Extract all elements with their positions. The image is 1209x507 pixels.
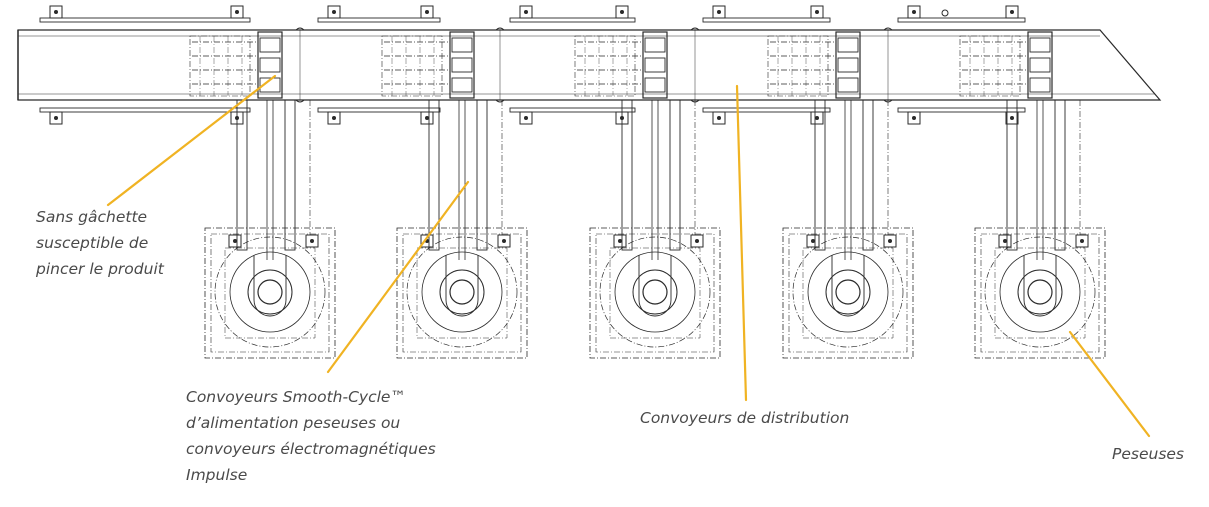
- weigher-station-5: [959, 31, 1106, 359]
- callout-feed-conveyors-line-2: d’alimentation peseuses ou: [186, 414, 401, 432]
- mount-tab-icon: [1005, 5, 1019, 19]
- weigher-station-2: [381, 31, 528, 359]
- line-art: [17, 5, 1162, 359]
- mount-tab-icon: [420, 5, 434, 19]
- mount-tab-icon: [810, 111, 824, 125]
- weigher-bolt-icon: [690, 234, 704, 248]
- leader-no-trigger: [106, 74, 277, 207]
- top-rail-1: [39, 17, 251, 113]
- weigher-bolt-icon: [1075, 234, 1089, 248]
- weigher-bolt-icon: [998, 234, 1012, 248]
- top-rail-2: [317, 17, 441, 113]
- callout-distribution-line-1: Convoyeurs de distribution: [640, 409, 850, 427]
- weigher-bolt-icon: [883, 234, 897, 248]
- mount-tab-icon: [810, 5, 824, 19]
- mount-tab-icon: [519, 111, 533, 125]
- fastener-icon: [941, 9, 949, 17]
- callout-feed-conveyors-line-4: Impulse: [186, 466, 248, 484]
- leader-lines: [106, 74, 1151, 438]
- top-rail-3: [509, 17, 636, 113]
- top-rail-5: [897, 17, 1026, 113]
- weigher-bolt-icon: [228, 234, 242, 248]
- callout-no-trigger-line-1: Sans gâchette: [36, 208, 148, 226]
- top-rail-4: [702, 17, 831, 113]
- mount-tab-icon: [907, 111, 921, 125]
- callout-no-trigger-line-2: susceptible de: [36, 234, 149, 252]
- weigher-station-4: [767, 31, 914, 359]
- mount-tab-icon: [420, 111, 434, 125]
- mount-tab-icon: [230, 5, 244, 19]
- callout-feed-conveyors-line-3: convoyeurs électromagnétiques: [186, 440, 436, 458]
- mount-tab-icon: [712, 5, 726, 19]
- callout-feed-conveyors-line-1: Convoyeurs Smooth-Cycle™: [186, 388, 406, 406]
- mount-tab-icon: [712, 111, 726, 125]
- weigher-station-1: [189, 31, 336, 359]
- callout-weighers: Peseuses: [1112, 441, 1184, 467]
- leader-distribution: [735, 84, 748, 402]
- mount-tab-icon: [49, 111, 63, 125]
- mount-tab-icon: [327, 5, 341, 19]
- mount-tab-icon: [1005, 111, 1019, 125]
- mount-tab-icon: [49, 5, 63, 19]
- leader-feed-conveyors: [326, 180, 470, 374]
- weigher-bolt-icon: [497, 234, 511, 248]
- pan-joint-1: [295, 27, 305, 103]
- mount-tab-icon: [519, 5, 533, 19]
- leader-weighers: [1068, 330, 1151, 438]
- weigher-bolt-icon: [806, 234, 820, 248]
- callout-no-trigger-line-3: pincer le produit: [36, 260, 164, 278]
- callout-no-trigger: Sans gâchette susceptible de pincer le p…: [36, 204, 164, 282]
- weigher-station-3: [574, 31, 721, 359]
- callout-feed-conveyors: Convoyeurs Smooth-Cycle™ d’alimentation …: [186, 384, 436, 488]
- mount-tab-icon: [907, 5, 921, 19]
- distribution-conveyor-trough: [17, 29, 1162, 101]
- mount-tab-icon: [327, 111, 341, 125]
- mount-tab-icon: [615, 5, 629, 19]
- pan-joint-2: [495, 27, 505, 103]
- weigher-bolt-icon: [305, 234, 319, 248]
- callout-weighers-line-1: Peseuses: [1112, 445, 1185, 463]
- callout-distribution: Convoyeurs de distribution: [640, 405, 849, 431]
- weigher-bolt-icon: [613, 234, 627, 248]
